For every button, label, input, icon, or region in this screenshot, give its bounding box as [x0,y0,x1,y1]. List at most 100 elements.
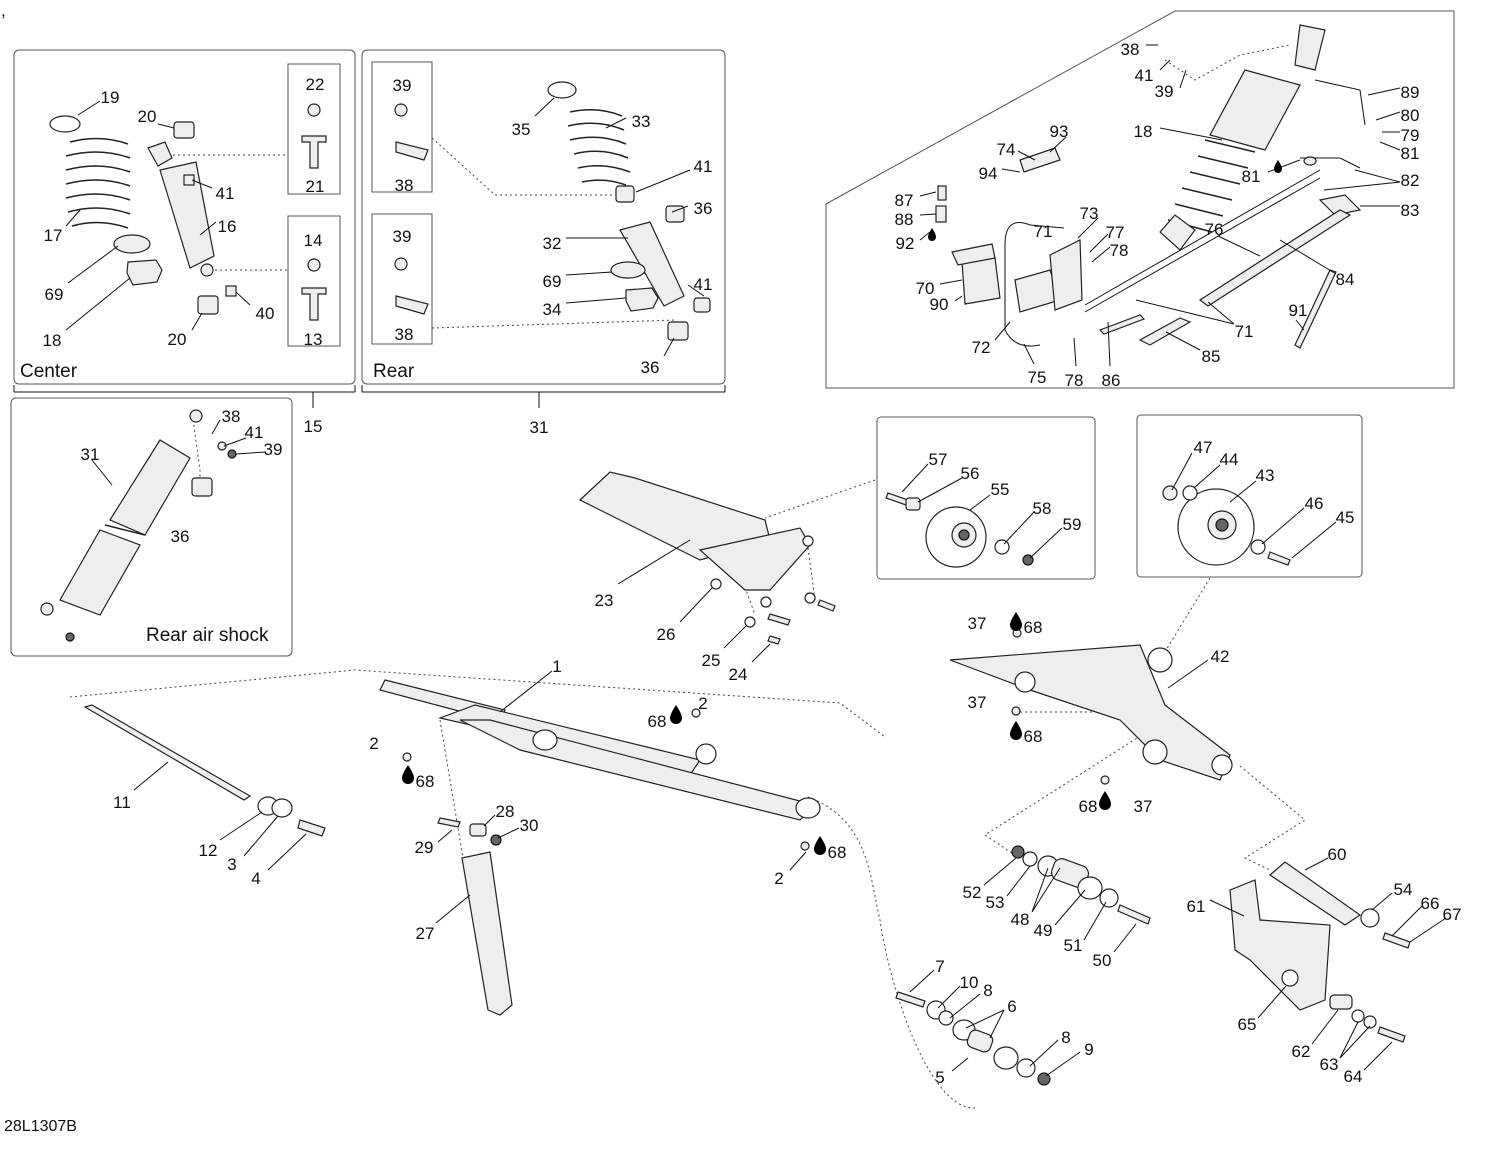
callout-number: 39 [264,440,283,459]
callout-number: 85 [1202,347,1221,366]
callout-number: 68 [1024,727,1043,746]
callout-number: 22 [306,75,325,94]
callout-number: 90 [930,295,949,314]
callout-number: 38 [1121,40,1140,59]
panel-caption-center: Center [20,361,78,382]
panel-frames [10,10,1455,657]
callout-number: 77 [1106,223,1125,242]
lubricant-drop-icons [402,160,1282,855]
callout-number: 71 [1034,222,1053,241]
callout-number: 34 [543,300,562,319]
callout-number: 61 [1187,897,1206,916]
oil-drop-icon [1099,791,1111,810]
callout-number: 1 [552,657,561,676]
callout-number: 3 [227,855,236,874]
oil-drop-icon [670,705,682,724]
callout-number: 82 [1401,171,1420,190]
callout-number: 13 [304,330,323,349]
oil-drop-icon [402,765,414,784]
callout-number: 41 [216,184,235,203]
callout-number: 86 [1102,371,1121,390]
callout-number: 26 [657,625,676,644]
callout-number: 38 [395,325,414,344]
callout-number: 66 [1421,894,1440,913]
callout-number: 41 [245,423,264,442]
callout-number: 57 [929,450,948,469]
callout-number: 65 [1238,1015,1257,1034]
callout-number: 78 [1065,371,1084,390]
callout-number: 91 [1289,301,1308,320]
corner-mark: , [1,1,6,20]
panel-caption-rear-air-shock: Rear air shock [146,625,269,646]
callout-number: 41 [694,275,713,294]
callout-number: 72 [972,338,991,357]
callout-number: 68 [416,772,435,791]
callout-number: 30 [520,816,539,835]
callout-number: 15 [304,417,323,436]
callout-number: 81 [1242,167,1261,186]
callout-number: 69 [543,272,562,291]
callout-number: 71 [1235,322,1254,341]
callout-number: 12 [199,841,218,860]
callout-number: 28 [496,802,515,821]
callout-number: 7 [935,957,944,976]
callout-number: 94 [979,164,998,183]
callout-number: 83 [1401,201,1420,220]
callout-number: 78 [1110,241,1129,260]
callout-number: 37 [968,614,987,633]
callout-number: 35 [512,120,531,139]
callout-number: 37 [1134,797,1153,816]
callout-number: 41 [694,157,713,176]
callout-number: 73 [1080,204,1099,223]
panel-caption-rear: Rear [373,361,415,382]
callout-number: 68 [1079,797,1098,816]
callout-number: 16 [218,217,237,236]
callout-number: 38 [395,176,414,195]
oil-drop-icon [928,228,936,241]
callout-number: 40 [256,304,275,323]
callout-number: 92 [896,234,915,253]
callout-number: 75 [1028,368,1047,387]
callout-number: 31 [81,445,100,464]
callout-number: 5 [935,1068,944,1087]
callout-number: 81 [1401,144,1420,163]
callout-number: 39 [1155,82,1174,101]
diagram-code: 28L1307B [4,1118,77,1135]
callout-number: 20 [168,330,187,349]
callout-number: 62 [1292,1042,1311,1061]
oil-drop-icon [1010,612,1022,631]
callout-number: 45 [1336,508,1355,527]
arm-and-bracket-parts [83,471,1233,1016]
callout-number: 39 [393,227,412,246]
callout-number: 14 [304,231,323,250]
callout-number: 49 [1034,921,1053,940]
callout-number: 24 [729,665,748,684]
callout-number: 80 [1401,106,1420,125]
callout-number: 36 [694,199,713,218]
callout-number: 54 [1394,880,1413,899]
callout-number: 27 [416,924,435,943]
callout-number: 18 [43,331,62,350]
callout-number: 88 [895,210,914,229]
callout-number: 79 [1401,126,1420,145]
callout-number: 21 [306,177,325,196]
callout-number: 58 [1033,499,1052,518]
callout-number: 33 [632,112,651,131]
callout-number: 36 [171,527,190,546]
idler-wheel-parts [885,485,1291,568]
callout-number: 29 [415,838,434,857]
callout-number: 87 [895,191,914,210]
callout-number: 50 [1093,951,1112,970]
callout-number: 19 [101,88,120,107]
callout-number: 43 [1256,466,1275,485]
pivot-hardware-parts [895,845,1411,1086]
oil-drop-icon [1010,721,1022,740]
callout-number: 52 [963,883,982,902]
callout-number: 68 [648,712,667,731]
callout-number: 18 [1134,122,1153,141]
callout-number: 37 [968,693,987,712]
rear-shock-parts [394,81,711,341]
leader-lines [65,44,1447,1077]
callout-number: 68 [1024,618,1043,637]
